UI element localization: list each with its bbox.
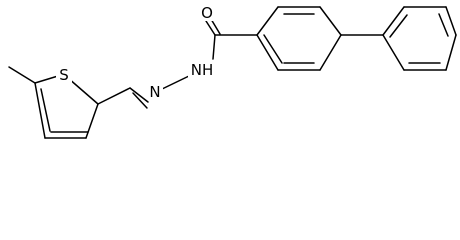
bond-r1-f xyxy=(256,34,279,71)
bond-c4-c5-double xyxy=(40,88,51,132)
bond-r1-d xyxy=(319,34,342,71)
bond-r1-c xyxy=(319,6,342,36)
bond-r2-d xyxy=(445,34,457,71)
bond-c5-s xyxy=(34,75,59,84)
bond-c-o-double xyxy=(210,18,221,35)
bond-ch-n-double xyxy=(132,92,148,109)
atom-labels: S N NH O xyxy=(56,3,216,101)
bond-r1-a xyxy=(256,6,279,36)
chemical-structure: S N NH O xyxy=(8,3,457,139)
sulfur-label-bg xyxy=(56,65,72,83)
bond-r2-c xyxy=(445,6,457,36)
bonds xyxy=(8,6,457,139)
bond-c-o xyxy=(205,20,216,36)
bond-ch-n xyxy=(129,87,149,103)
bond-r1-f-double xyxy=(263,34,283,64)
bond-methyl xyxy=(8,66,36,84)
imine-n-label: N xyxy=(149,83,160,101)
bond-r2-c-double xyxy=(438,13,449,37)
bond-n-nh xyxy=(159,75,190,91)
bond-r2-a-double xyxy=(389,14,408,38)
bond-r2-a xyxy=(382,6,405,36)
bond-c2-ch xyxy=(97,87,131,105)
bond-nh-co xyxy=(212,34,216,60)
bond-s-c2 xyxy=(67,77,99,105)
nh-label-bg xyxy=(188,60,216,78)
bond-r2-f xyxy=(382,34,405,71)
bond-c4-c5 xyxy=(34,82,46,139)
bond-c2-c3 xyxy=(85,103,99,139)
nh-label: NH xyxy=(191,61,214,79)
oxygen-label: O xyxy=(201,4,213,22)
oxygen-label-bg xyxy=(199,3,215,21)
imine-n-label-bg xyxy=(147,82,163,100)
structure-canvas: S N NH O xyxy=(8,3,457,139)
sulfur-label: S xyxy=(59,66,69,84)
